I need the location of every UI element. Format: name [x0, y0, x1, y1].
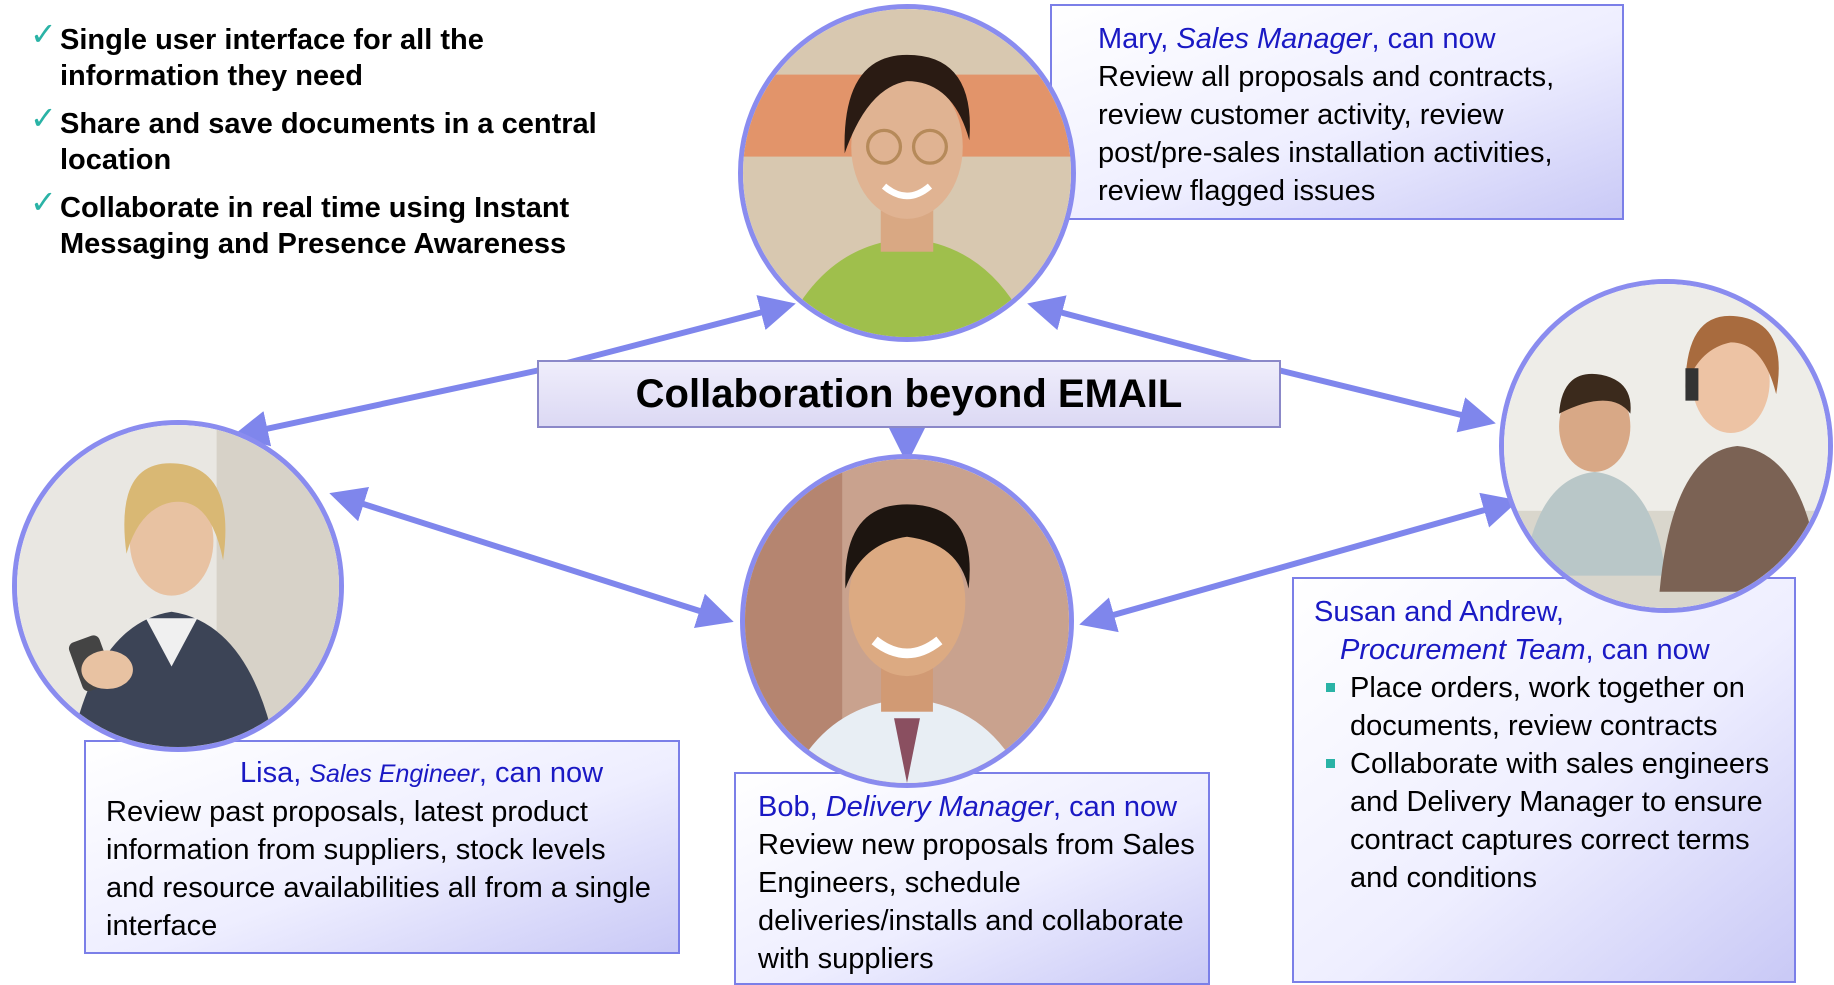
- arrow-center-to-lisa: [232, 367, 541, 447]
- card-heading: Mary, Sales Manager, can now: [1098, 20, 1586, 58]
- person-name: Mary,: [1098, 23, 1177, 55]
- card-body: Review all proposals and contracts, revi…: [1098, 61, 1555, 207]
- center-title: Collaboration beyond EMAIL: [635, 372, 1183, 416]
- card-mary: Mary, Sales Manager, can now Review all …: [1050, 4, 1624, 220]
- heading-suffix: , can now: [1052, 791, 1178, 823]
- arrow-mary-to-center: [1027, 295, 1279, 373]
- checklist-item-text: Collaborate in real time using Instant M…: [60, 192, 570, 260]
- card-heading: Lisa, Sales Engineer, can now: [106, 754, 660, 793]
- checklist-item: ✓ Collaborate in real time using Instant…: [30, 184, 650, 262]
- card-bob: Bob, Delivery Manager, can now Review ne…: [734, 772, 1210, 985]
- bullet-list: Place orders, work together on documents…: [1314, 669, 1782, 897]
- card-heading: Procurement Team, can now: [1314, 631, 1782, 669]
- card-body: Review new proposals from Sales Engineer…: [758, 829, 1195, 975]
- bullet-square-icon: [1326, 683, 1335, 692]
- card-heading: Bob, Delivery Manager, can now: [758, 788, 1198, 826]
- person-role: Sales Manager: [1176, 23, 1372, 55]
- arrow-bob-team: [1079, 492, 1519, 633]
- list-item-text: Place orders, work together on documents…: [1350, 672, 1745, 742]
- avatar-mary: [738, 4, 1076, 342]
- heading-suffix: , can now: [1585, 634, 1710, 666]
- heading-suffix: , can now: [1371, 23, 1496, 55]
- card-body: Review past proposals, latest product in…: [106, 796, 651, 942]
- person-role: Sales Engineer: [309, 760, 479, 788]
- woman-portrait-icon: [743, 9, 1071, 337]
- person-role: Procurement Team: [1340, 634, 1586, 666]
- woman-with-phone-portrait-icon: [17, 425, 339, 747]
- checklist-item: ✓ Share and save documents in a central …: [30, 100, 650, 178]
- list-item: Place orders, work together on documents…: [1314, 669, 1782, 745]
- arrow-center-to-mary: [539, 295, 796, 373]
- man-portrait-icon: [745, 459, 1069, 783]
- arrow-lisa-bob: [329, 486, 734, 629]
- list-item: Collaborate with sales engineers and Del…: [1314, 745, 1782, 897]
- bullet-square-icon: [1326, 759, 1335, 768]
- checkmark-icon: ✓: [30, 184, 57, 220]
- arrow-center-to-team: [1277, 367, 1496, 433]
- checklist-item: ✓ Single user interface for all the info…: [30, 16, 650, 94]
- checkmark-icon: ✓: [30, 100, 57, 136]
- card-lisa: Lisa, Sales Engineer, can now Review pas…: [84, 740, 680, 954]
- list-item-text: Collaborate with sales engineers and Del…: [1350, 748, 1770, 894]
- checklist-item-text: Single user interface for all the inform…: [60, 24, 484, 92]
- center-title-box: Collaboration beyond EMAIL: [537, 360, 1281, 428]
- two-people-portrait-icon: [1504, 284, 1828, 608]
- card-procurement-team: Susan and Andrew, Procurement Team, can …: [1292, 577, 1796, 983]
- heading-suffix: , can now: [478, 757, 604, 789]
- person-name: Lisa,: [240, 757, 310, 789]
- benefits-checklist: ✓ Single user interface for all the info…: [30, 16, 650, 274]
- checklist-item-text: Share and save documents in a central lo…: [60, 108, 597, 176]
- person-name: Bob,: [758, 791, 826, 823]
- avatar-lisa: [12, 420, 344, 752]
- person-role: Delivery Manager: [825, 791, 1053, 823]
- avatar-bob: [740, 454, 1074, 788]
- avatar-procurement-team: [1499, 279, 1833, 613]
- checkmark-icon: ✓: [30, 16, 57, 52]
